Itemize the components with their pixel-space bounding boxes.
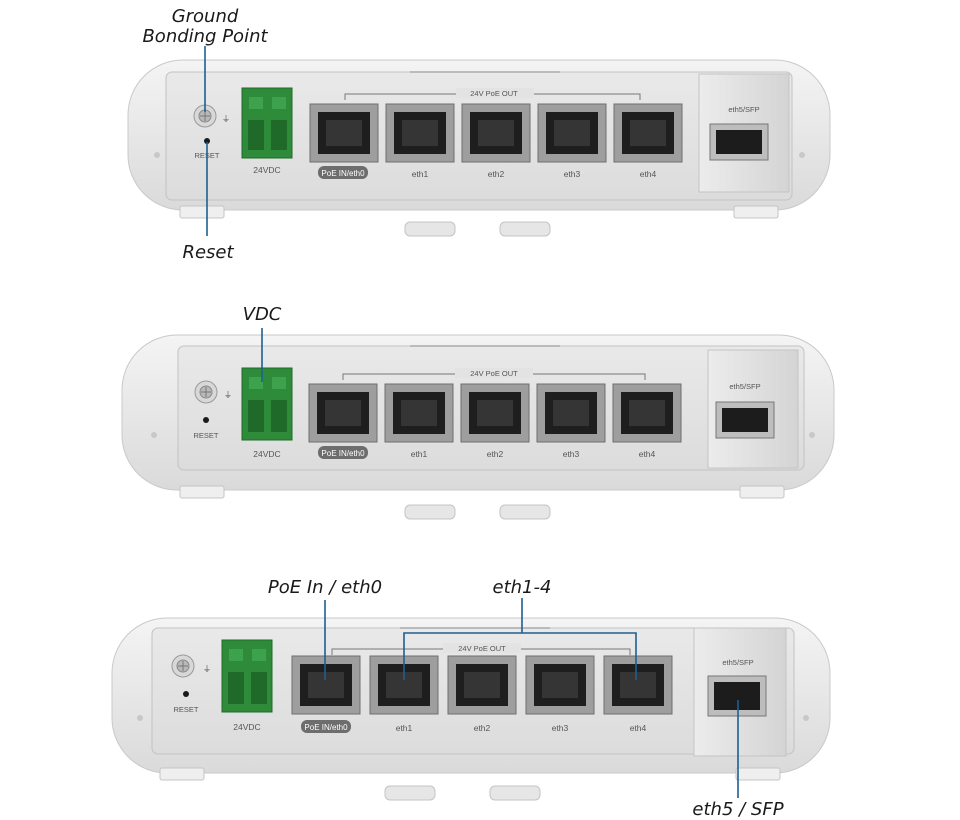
poe-out-label: 24V PoE OUT	[458, 644, 506, 653]
device-view-2: ⏚ RESET 24VDC 24V PoE OUT	[121, 304, 835, 520]
callout-bonding: Bonding Point	[142, 26, 268, 47]
port-label-eth2: eth2	[488, 169, 505, 179]
clip	[404, 504, 456, 520]
port-eth4[interactable]	[603, 655, 673, 715]
poe-in-pill	[318, 166, 368, 179]
device-view-1: ⏚ RESET 24VDC 24V PoE OUT	[127, 6, 831, 263]
port-label-eth1: eth1	[411, 449, 428, 459]
poe-in-pill	[301, 720, 351, 733]
poe-out-label: 24V PoE OUT	[470, 89, 518, 98]
sfp-port[interactable]	[709, 123, 769, 161]
port-eth4[interactable]	[613, 103, 683, 163]
callout-eth1-4: eth1-4	[493, 577, 552, 598]
clip	[489, 785, 541, 801]
sfp-label: eth5/SFP	[728, 105, 759, 114]
port-label-eth1: eth1	[412, 169, 429, 179]
poe-in-pill	[318, 446, 368, 459]
foot	[179, 485, 225, 499]
callout-ground: Ground	[172, 6, 239, 27]
power-terminal[interactable]	[241, 367, 293, 441]
mount-hole	[154, 152, 160, 158]
poe-in-label: PoE IN/eth0	[304, 723, 348, 732]
ground-symbol: ⏚	[222, 114, 231, 124]
port-eth3[interactable]	[525, 655, 595, 715]
poe-out-label: 24V PoE OUT	[470, 369, 518, 378]
power-terminal[interactable]	[221, 639, 273, 713]
port-label-eth2: eth2	[474, 723, 491, 733]
reset-label: RESET	[193, 431, 218, 440]
port-label-eth4: eth4	[639, 449, 656, 459]
port-label-eth4: eth4	[640, 169, 657, 179]
port-label-eth3: eth3	[552, 723, 569, 733]
clip	[384, 785, 436, 801]
ground-symbol: ⏚	[203, 664, 212, 674]
port-eth3[interactable]	[537, 103, 607, 163]
mount-hole	[809, 432, 815, 438]
sfp-port[interactable]	[707, 675, 767, 717]
sfp-label: eth5/SFP	[729, 382, 760, 391]
power-label: 24VDC	[233, 722, 260, 732]
port-label-eth1: eth1	[396, 723, 413, 733]
reset-label: RESET	[173, 705, 198, 714]
poe-in-label: PoE IN/eth0	[321, 449, 365, 458]
foot	[733, 205, 779, 219]
foot	[179, 205, 225, 219]
clip	[404, 221, 456, 237]
callout-eth5-sfp: eth5 / SFP	[692, 799, 783, 820]
ground-screw	[171, 654, 195, 678]
callout-poe-in: PoE In / eth0	[268, 577, 382, 598]
port-label-eth4: eth4	[630, 723, 647, 733]
ground-screw	[194, 380, 218, 404]
callout-vdc: VDC	[243, 304, 282, 325]
sfp-label: eth5/SFP	[722, 658, 753, 667]
port-eth0[interactable]	[308, 383, 378, 443]
reset-button[interactable]	[203, 417, 209, 423]
port-eth2[interactable]	[447, 655, 517, 715]
port-eth2[interactable]	[461, 103, 531, 163]
foot	[159, 767, 205, 781]
port-label-eth3: eth3	[564, 169, 581, 179]
power-label: 24VDC	[253, 449, 280, 459]
port-eth0[interactable]	[291, 655, 361, 715]
port-eth2[interactable]	[460, 383, 530, 443]
callout-reset: Reset	[182, 242, 234, 263]
port-label-eth3: eth3	[563, 449, 580, 459]
reset-button[interactable]	[183, 691, 189, 697]
ground-symbol: ⏚	[224, 390, 233, 400]
poe-in-label: PoE IN/eth0	[321, 169, 365, 178]
port-eth3[interactable]	[536, 383, 606, 443]
mount-hole	[803, 715, 809, 721]
port-eth0[interactable]	[309, 103, 379, 163]
port-label-eth2: eth2	[487, 449, 504, 459]
leader-eth1-4	[403, 598, 637, 680]
mount-hole	[799, 152, 805, 158]
sfp-port[interactable]	[715, 401, 775, 439]
foot	[739, 485, 785, 499]
clip	[499, 504, 551, 520]
port-eth1[interactable]	[385, 103, 455, 163]
mount-hole	[137, 715, 143, 721]
port-eth4[interactable]	[612, 383, 682, 443]
foot	[735, 767, 781, 781]
power-label: 24VDC	[253, 165, 280, 175]
port-eth1[interactable]	[384, 383, 454, 443]
reset-button[interactable]	[204, 138, 210, 144]
device-view-3: ⏚ RESET 24VDC 24V PoE OUT	[111, 577, 831, 820]
clip	[499, 221, 551, 237]
power-terminal[interactable]	[241, 87, 293, 159]
mount-hole	[151, 432, 157, 438]
